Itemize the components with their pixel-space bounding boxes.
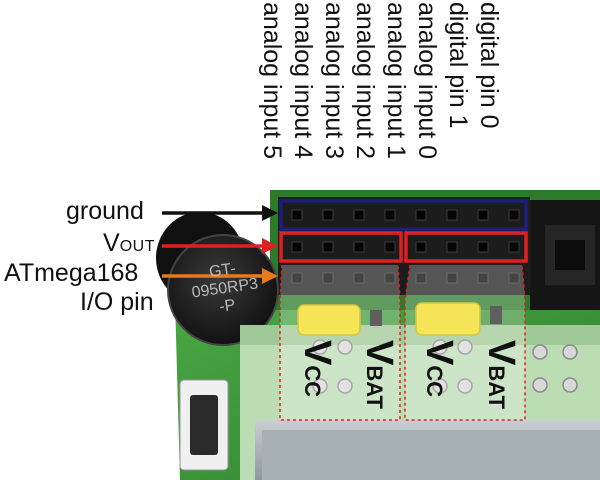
header-pin: [415, 209, 427, 221]
ground-arrow: [162, 205, 278, 221]
header-pin: [446, 209, 458, 221]
header-pin: [322, 272, 334, 284]
label-vout-sub: OUT: [119, 238, 155, 255]
header-pin: [508, 272, 520, 284]
vout-arrow: [162, 238, 278, 254]
jumper-right: [415, 302, 481, 336]
label-vout-main: V: [103, 229, 120, 257]
header-pin: [415, 241, 427, 253]
vbat-left: VBAT: [358, 340, 400, 409]
header-pin: [384, 209, 396, 221]
header-pin: [415, 272, 427, 284]
vout-box-left: [279, 231, 403, 263]
label-atmega: ATmega168: [4, 259, 139, 287]
ground-row-box: [279, 199, 528, 231]
header-pins: [291, 209, 520, 284]
vcc-left: VCC: [296, 340, 338, 398]
vbat-right: VBAT: [480, 340, 522, 409]
header-pin: [322, 209, 334, 221]
highlight-left: [279, 264, 401, 421]
jumper-left: [297, 304, 361, 336]
header-pin: [353, 272, 365, 284]
header-pin: [353, 209, 365, 221]
header-pin: [384, 241, 396, 253]
col-label-digital-0: digital pin 0: [475, 2, 503, 129]
header-pin: [446, 272, 458, 284]
buzzer-marking: GT- 0950RP3 -P: [187, 257, 264, 320]
header-pin: [291, 241, 303, 253]
header-pin: [291, 272, 303, 284]
label-ground: ground: [66, 197, 144, 225]
label-io-pin: I/O pin: [80, 288, 154, 316]
label-vout: VOUT: [103, 229, 155, 258]
header-pin: [508, 209, 520, 221]
vcc-right: VCC: [418, 340, 460, 398]
header-pin: [353, 241, 365, 253]
header-pin: [446, 241, 458, 253]
header-pin: [508, 241, 520, 253]
header-pin: [384, 272, 396, 284]
header-pin: [477, 272, 489, 284]
header-pin: [477, 209, 489, 221]
vout-box-right: [404, 231, 528, 263]
header-pin: [477, 241, 489, 253]
header-pin: [291, 209, 303, 221]
header-pin: [322, 241, 334, 253]
buzzer: [168, 235, 278, 345]
highlight-right: [404, 264, 526, 421]
io-arrow: [162, 268, 278, 284]
